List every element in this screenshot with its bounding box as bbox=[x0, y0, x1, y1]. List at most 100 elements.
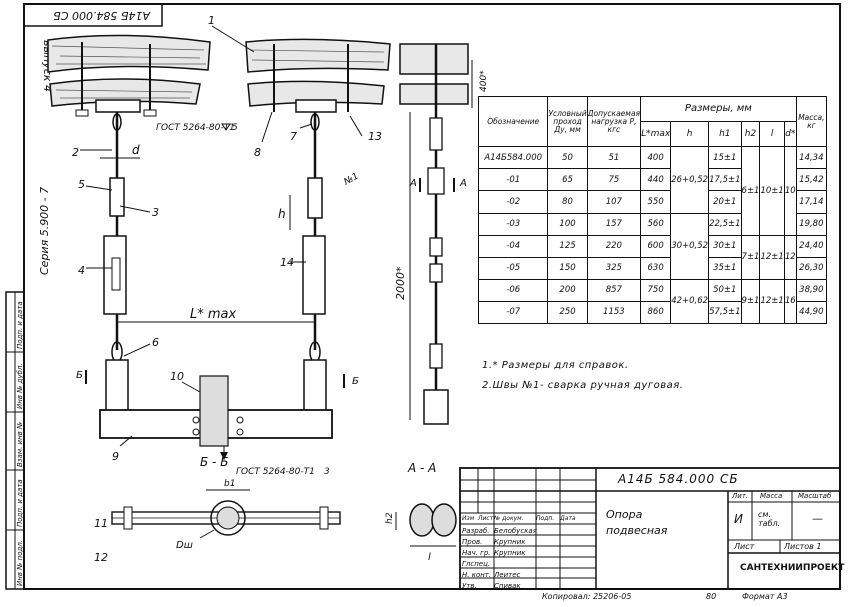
cell-load: 857 bbox=[586, 278, 642, 302]
gost-bottom-sym: 3 bbox=[324, 467, 330, 477]
footer-num: 80 bbox=[706, 592, 717, 601]
part-5: 5 bbox=[78, 178, 85, 191]
tb-lit-header: Лит. bbox=[732, 492, 749, 500]
cell-h: 30+0,52 bbox=[670, 212, 710, 280]
cell-h2: 6±1 bbox=[740, 146, 761, 236]
h2-label: h2 bbox=[385, 512, 395, 524]
side-stamp-5: Подп. и дата bbox=[16, 301, 24, 349]
left-assembly: d bbox=[47, 34, 211, 363]
h-label: h bbox=[278, 207, 286, 221]
tb-roles: Разраб.Белобуская Пров.Крупник Нач. гр.К… bbox=[462, 526, 537, 592]
cell-load: 1153 bbox=[586, 300, 642, 325]
tb-role-row: Пров.Крупник bbox=[462, 538, 526, 546]
dim-400: 400* bbox=[479, 70, 489, 92]
tb-col-sign: Подп. bbox=[536, 515, 555, 522]
cell-l: 10±1 bbox=[759, 146, 785, 236]
tb-scale-header: Масштаб bbox=[798, 492, 832, 500]
dsh-label: Dш bbox=[176, 540, 193, 551]
sec-b-left: Б bbox=[76, 370, 83, 381]
series-label: Серия 5.900 - 7 bbox=[38, 187, 51, 275]
tb-col-izm: Изм bbox=[462, 515, 475, 522]
table-header-row: Обозначение Условный проход Ду, мм Допус… bbox=[477, 95, 828, 148]
cell-dn: 250 bbox=[547, 300, 588, 325]
part-1: 1 bbox=[208, 14, 215, 27]
tb-col-list: Лист bbox=[478, 515, 494, 522]
tb-role-row: Разраб.Белобуская bbox=[462, 527, 537, 535]
table-subheader-row: L*max h h1 h2 l d* bbox=[479, 121, 827, 148]
top-code: А14Б 584.000 СБ bbox=[53, 9, 151, 22]
cell-lmax: 750 bbox=[640, 278, 672, 302]
part-callouts: 1 2 3 4 5 6 7 8 9 10 11 12 13 14 bbox=[72, 14, 382, 564]
cell-load: 220 bbox=[586, 234, 642, 258]
middle-assembly: h №1 bbox=[245, 38, 391, 363]
spec-table: Обозначение Условный проход Ду, мм Допус… bbox=[477, 95, 828, 325]
part-4: 4 bbox=[78, 264, 85, 277]
section-aa-title: А - А bbox=[407, 461, 436, 475]
cell-lmax: 600 bbox=[640, 234, 672, 258]
gost-top-sym: 5 bbox=[232, 123, 238, 133]
cell-mass: 17,14 bbox=[795, 190, 828, 214]
cell-h1: 17,5±1 bbox=[708, 168, 742, 192]
cell-h1: 22,5±1 bbox=[708, 212, 742, 236]
tb-name-2: подвесная bbox=[606, 524, 668, 537]
th-h2: h2 bbox=[740, 121, 761, 148]
part-2: 2 bbox=[72, 146, 79, 159]
title-block-grid bbox=[459, 467, 841, 590]
cell-des: А14Б584.000 bbox=[477, 146, 549, 170]
tb-mass-header: Масса bbox=[760, 492, 783, 500]
cell-h2: 7±1 bbox=[740, 234, 761, 280]
tb-col-doc: № докум. bbox=[494, 515, 524, 522]
cell-h1: 20±1 bbox=[708, 190, 742, 214]
sec-a-left: А bbox=[409, 178, 417, 189]
cell-des: -06 bbox=[477, 278, 549, 302]
weld-label: №1 bbox=[342, 171, 361, 188]
cell-h2: 9±1 bbox=[740, 278, 761, 325]
footer-copied: Копировал: 25206-05 bbox=[542, 592, 632, 601]
th-dn: Условный проход Ду, мм bbox=[547, 95, 588, 148]
table-row: -07 250 1153 860 57,5±1 44,90 bbox=[477, 300, 828, 325]
cell-load: 325 bbox=[586, 256, 642, 280]
gost-top: ГОСТ 5264-80-Т1 bbox=[156, 123, 235, 133]
cell-lmax: 440 bbox=[640, 168, 672, 192]
gost-bottom: ГОСТ 5264-80-Т1 bbox=[236, 467, 315, 477]
cell-h1: 15±1 bbox=[708, 146, 742, 170]
side-stamp-2: Подп. и дата bbox=[16, 479, 24, 527]
th-dims: Размеры, мм bbox=[640, 95, 797, 123]
side-stamp-4: Инв № дубл. bbox=[16, 363, 24, 409]
side-stamp-3: Взам. инв № bbox=[16, 422, 24, 467]
part-3: 3 bbox=[152, 206, 159, 219]
d-label: d bbox=[132, 143, 140, 157]
cell-dn: 100 bbox=[547, 212, 588, 236]
cell-des: -04 bbox=[477, 234, 549, 258]
part-11: 11 bbox=[94, 517, 108, 530]
th-lmax: L*max bbox=[640, 121, 672, 148]
cell-h1: 57,5±1 bbox=[708, 300, 742, 325]
table-row: -05 150 325 630 35±1 26,30 bbox=[477, 256, 828, 280]
cell-dn: 50 bbox=[547, 146, 588, 170]
th-load: Допускаемая нагрузка Р, кгс bbox=[586, 95, 642, 148]
cell-lmax: 560 bbox=[640, 212, 672, 236]
top-code-box: А14Б 584.000 СБ bbox=[23, 3, 163, 27]
part-9: 9 bbox=[112, 450, 119, 463]
cell-h1: 35±1 bbox=[708, 256, 742, 280]
cell-load: 75 bbox=[586, 168, 642, 192]
cell-mass: 44,90 bbox=[795, 300, 828, 325]
th-designation: Обозначение bbox=[477, 95, 549, 148]
tb-code: А14Б 584.000 СБ bbox=[618, 472, 739, 486]
tb-role-row: Нач. гр.Крупник bbox=[462, 549, 526, 557]
th-h1: h1 bbox=[708, 121, 742, 148]
side-stamp-1: Инв № подл. bbox=[16, 540, 24, 586]
cell-h1: 50±1 bbox=[708, 278, 742, 302]
footer-format: Формат А3 bbox=[742, 592, 788, 601]
cell-des: -02 bbox=[477, 190, 549, 214]
table-row: -06 200 857 750 42+0,62 50±1 9±1 12±1 16… bbox=[477, 278, 828, 325]
section-bb: Б - Б b1 Dш bbox=[111, 455, 341, 551]
cell-lmax: 400 bbox=[640, 146, 672, 170]
lmax-label: L* max bbox=[190, 307, 237, 322]
cell-lmax: 860 bbox=[640, 300, 672, 325]
tb-col-date: Дата bbox=[560, 515, 576, 522]
cell-l: 12±1 bbox=[759, 234, 785, 280]
cell-lmax: 630 bbox=[640, 256, 672, 280]
